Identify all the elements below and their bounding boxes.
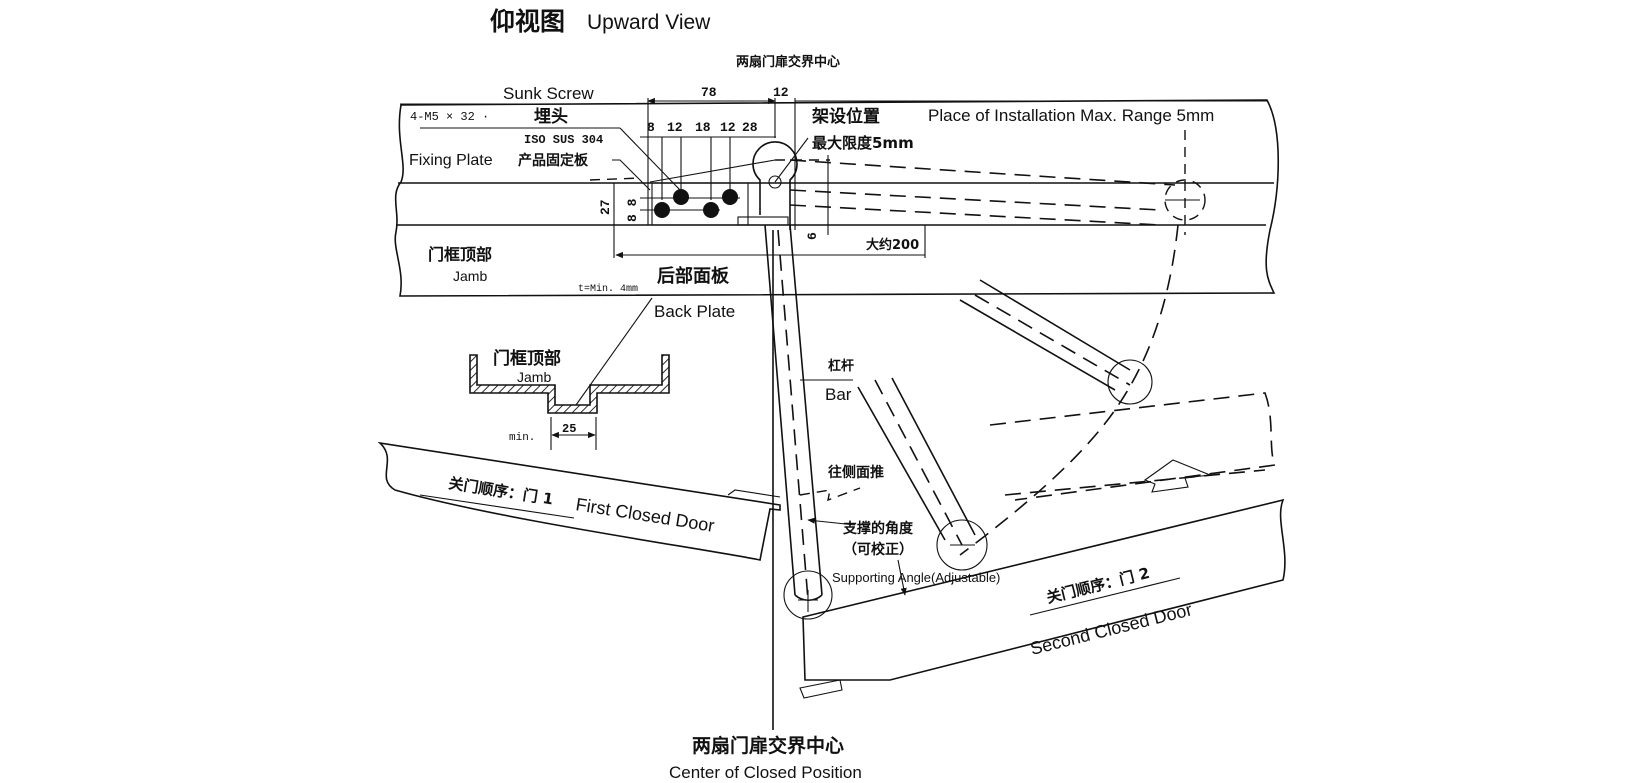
section-jamb-en: Jamb xyxy=(517,369,551,385)
sunk-screw-spec: 4-M5 × 32 · xyxy=(410,110,489,124)
supporting-angle-cn-1: 支撑的角度 xyxy=(842,520,914,537)
pivot-icon xyxy=(1107,359,1153,405)
sunk-screw-cn: 埋头 xyxy=(534,107,568,127)
pivot-assembly: 6 架设位置 最大限度5mm Place of Installation Max… xyxy=(737,106,1214,240)
jamb-cn: 门框顶部 xyxy=(428,245,492,264)
supporting-angle-en: Supporting Angle(Adjustable) xyxy=(832,570,1000,585)
fixing-plate-callout: ISO SUS 304 Fixing Plate 产品固定板 xyxy=(409,133,651,191)
dimension-length: 大约200 xyxy=(613,225,926,259)
sunk-screw-en: Sunk Screw xyxy=(503,84,594,103)
pivot-icon xyxy=(936,519,988,571)
push-side-label: 往侧面推 xyxy=(828,464,884,481)
supporting-angle-cn-2: （可校正） xyxy=(843,541,913,558)
back-plate-cn: 后部面板 xyxy=(657,265,730,287)
dim-thickness: t=Min. 4mm xyxy=(578,283,638,295)
dim-hole-spacing-2: 18 xyxy=(695,120,711,135)
dim-approx-length: 大约200 xyxy=(866,237,919,253)
fixing-plate-en: Fixing Plate xyxy=(409,152,493,169)
installation-cn-1: 架设位置 xyxy=(812,106,880,127)
first-door-cn: 关门顺序：门 1 xyxy=(447,474,554,508)
diagram-title: 仰视图 Upward View xyxy=(490,7,711,36)
bar-en: Bar xyxy=(825,385,852,404)
pivot-icon xyxy=(768,175,782,189)
second-door-en: Second Closed Door xyxy=(1028,599,1194,659)
section-jamb-cn: 门框顶部 xyxy=(493,348,561,369)
fixing-plate: 27 8 8 xyxy=(589,159,776,226)
dim-hole-spacing-3: 12 xyxy=(720,120,736,135)
bar-arm-second xyxy=(857,377,988,571)
sunk-screw-callout: Sunk Screw 4-M5 × 32 · 埋头 xyxy=(400,84,682,192)
second-door-cn: 关门顺序：门 2 xyxy=(1045,564,1152,607)
fixing-plate-cn: 产品固定板 xyxy=(518,152,589,169)
pivot-icon xyxy=(1164,179,1206,221)
title-cn: 仰视图 xyxy=(490,7,565,36)
bar-arm xyxy=(764,224,833,620)
door-open-outline xyxy=(989,392,1277,501)
title-en: Upward View xyxy=(587,11,711,34)
swing-arc xyxy=(959,224,1179,556)
direction-arrow-icon xyxy=(1143,459,1211,493)
first-door-en: First Closed Door xyxy=(574,494,715,536)
jamb-en: Jamb xyxy=(453,268,487,284)
bar-cn: 杠杆 xyxy=(828,358,854,374)
dim-hole-spacing-4: 28 xyxy=(742,120,758,135)
dim-jamb-min: min. xyxy=(509,432,535,444)
installation-cn-2: 最大限度5mm xyxy=(812,134,914,152)
jamb-frame xyxy=(394,99,1280,297)
dim-overall-width: 78 xyxy=(701,85,717,100)
jamb-section: 门框顶部 Jamb 25 min. xyxy=(469,348,670,450)
bottom-label-en: Center of Closed Position xyxy=(669,763,862,782)
dim-hole-spacing-1: 12 xyxy=(667,120,683,135)
screw-hole xyxy=(722,189,738,205)
dim-hole-spacing-0: 8 xyxy=(647,120,655,135)
arm-open-position xyxy=(789,130,1206,235)
dim-plate-height: 27 xyxy=(598,199,613,215)
first-closed-door: 关门顺序：门 1 First Closed Door xyxy=(377,441,781,561)
dim-vertical-offset: 6 xyxy=(805,232,820,240)
fixing-plate-material: ISO SUS 304 xyxy=(524,133,603,147)
dim-jamb-width: 25 xyxy=(562,422,576,436)
top-center-label: 两扇门扉交界中心 xyxy=(736,54,840,70)
supporting-angle-callout: 支撑的角度 （可校正） Supporting Angle(Adjustable) xyxy=(807,517,1000,596)
screw-hole xyxy=(673,189,689,205)
installation-en: Place of Installation Max. Range 5mm xyxy=(928,106,1214,125)
bottom-label-cn: 两扇门扉交界中心 xyxy=(692,734,844,757)
pivot-icon xyxy=(783,570,833,620)
bar-arm-swing xyxy=(959,279,1153,405)
dimension-top: 78 12 8 12 18 12 28 xyxy=(640,85,1267,230)
back-plate-en: Back Plate xyxy=(654,302,735,321)
back-plate-leader xyxy=(575,297,653,406)
dim-hole-rows: 8 8 xyxy=(625,198,640,222)
dim-offset: 12 xyxy=(773,85,789,100)
